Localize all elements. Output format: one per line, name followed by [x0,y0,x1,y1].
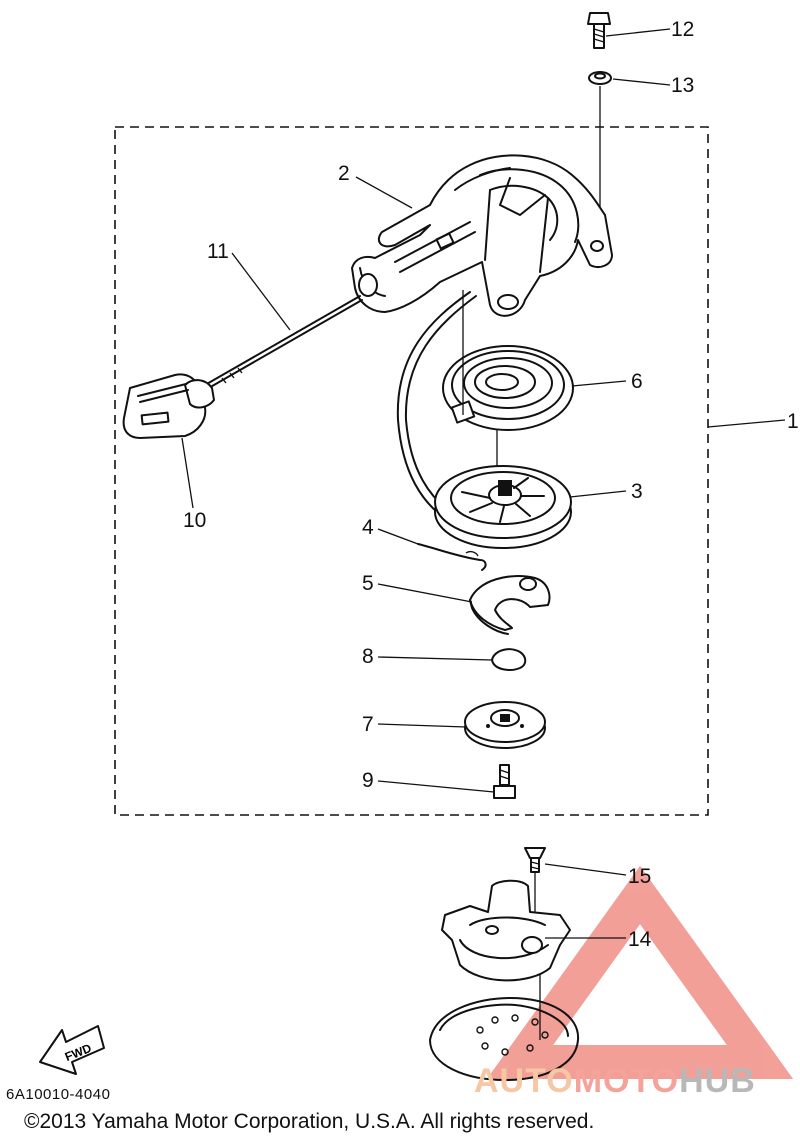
watermark-part-c: HUB [679,1062,756,1100]
callout-8: 8 [362,645,374,668]
flywheel-icon [429,997,580,1081]
callout-6: 6 [631,370,643,393]
callout-11: 11 [207,240,229,263]
watermark-part-a: AUTO [474,1062,574,1100]
callout-3: 3 [631,480,643,503]
starter-housing-icon [351,154,613,317]
callout-12: 12 [671,18,694,41]
callout-10: 10 [183,509,206,532]
copyright-notice: ©2013 Yamaha Motor Corporation, U.S.A. A… [24,1110,595,1133]
callout-7: 7 [362,713,374,736]
screw-icon [493,764,516,799]
assembly-boundary [114,126,709,816]
drive-plate-icon [464,701,546,749]
watermark-logo-icon [486,865,794,1079]
bolt-icon [587,12,611,49]
ratchet-plate-icon [469,575,551,635]
watermark-part-b: MOTO [573,1062,680,1100]
callout-9: 9 [362,769,374,792]
watermark-text: AUTOMOTOHUB [474,1062,756,1101]
callout-14: 14 [628,928,652,951]
rope-reel-icon [434,465,572,549]
leader-lines [181,28,786,939]
diagram-part-code: 6A10010-4040 [6,1086,111,1103]
washer-icon [588,71,612,85]
starter-handle-icon [122,373,215,439]
forward-direction-arrow-icon: FWD [39,1025,105,1075]
callout-1: 1 [787,410,799,433]
callout-13: 13 [671,74,694,97]
screw-icon [524,847,546,873]
starter-pulley-icon [441,879,571,982]
starter-rope-icon [204,295,363,390]
callout-15: 15 [628,865,651,888]
callout-5: 5 [362,572,374,595]
callout-4: 4 [362,516,374,539]
callout-2: 2 [338,162,350,185]
recoil-spring-icon [442,345,574,431]
circlip-icon [491,648,527,671]
spring-clip-icon [417,543,487,571]
rope-loop [396,291,471,526]
